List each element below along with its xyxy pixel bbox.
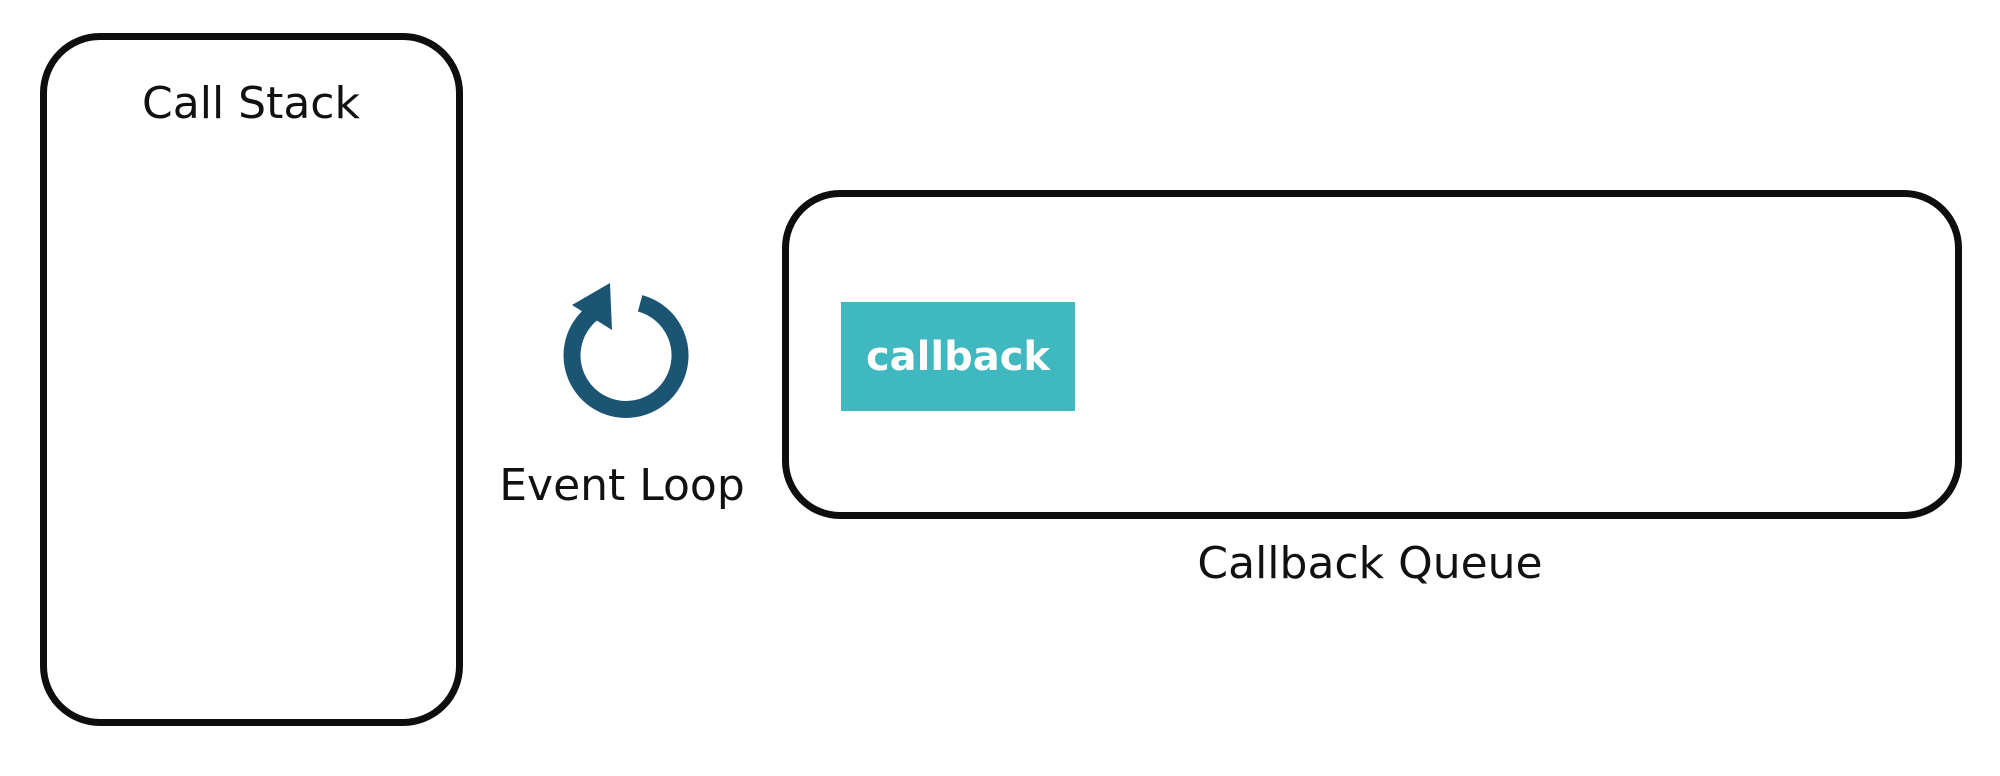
call-stack-label: Call Stack — [142, 78, 360, 129]
event-loop-label: Event Loop — [499, 460, 745, 511]
callback-item-label: callback — [865, 333, 1051, 380]
callback-queue-label: Callback Queue — [1197, 538, 1543, 589]
callback-item: callback — [841, 302, 1075, 411]
circular-arrow-icon — [563, 283, 689, 418]
callback-queue-box — [782, 190, 1962, 519]
call-stack-box — [40, 33, 463, 726]
